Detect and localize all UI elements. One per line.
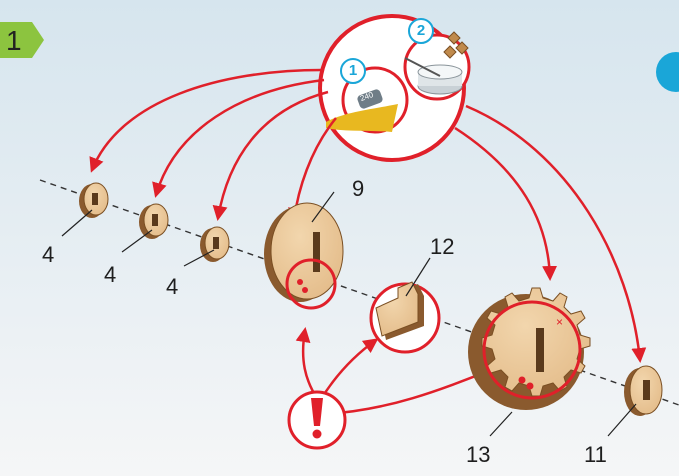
part-label: 9 [352,176,365,201]
step-badge: 1 [0,22,44,58]
part-label: 12 [430,234,455,259]
info-marker [656,52,679,92]
sandpaper-badge-number: 1 [348,62,358,79]
tools-callout [318,14,471,162]
part-11 [624,365,663,416]
part-4-b [139,203,169,239]
step-number: 1 [6,25,22,56]
part-label: 4 [166,274,179,299]
part-12 [369,281,441,354]
sandpaper-icon [326,66,409,134]
part-9 [264,202,344,310]
part-13: × [468,287,591,410]
part-label: 4 [104,262,117,287]
sandpaper-badge: 1 [340,58,366,84]
warning-exclamation-icon [287,390,347,450]
glue-badge-number: 2 [416,22,426,39]
part-4-a [79,182,109,218]
glue-badge: 2 [408,18,434,44]
part-label: 4 [42,242,55,267]
part-label: 11 [584,442,607,467]
glue-icon [403,31,471,101]
part-label: 13 [466,442,491,467]
svg-text:×: × [556,315,563,329]
leader-lines [61,191,637,437]
